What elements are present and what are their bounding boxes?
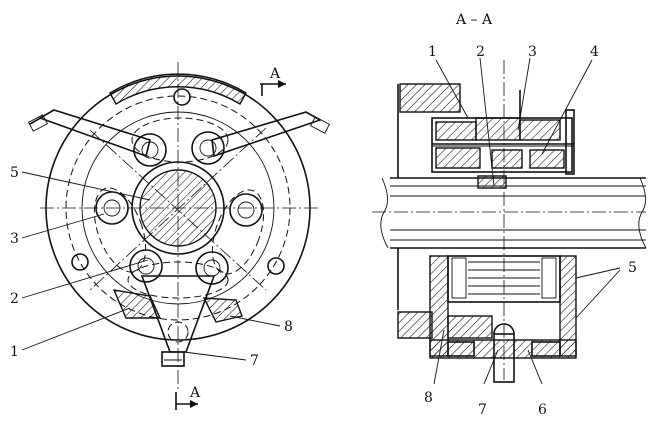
label-8-left: 8 (284, 319, 293, 335)
top-rim-section (109, 73, 247, 105)
levers (27, 109, 331, 367)
flange-bolt-hole-right (267, 257, 285, 275)
label-3-left: 3 (10, 231, 19, 247)
label-3-right: 3 (528, 44, 537, 60)
lower-bearing-lines (451, 257, 557, 299)
label-4-right: 4 (590, 44, 599, 60)
base-plate (429, 339, 577, 359)
section-mark-top: A (269, 66, 281, 82)
label-5-right: 5 (628, 260, 637, 276)
top-left-block (399, 83, 461, 113)
section-mark-bottom: A (189, 385, 201, 401)
label-7-right: 7 (478, 402, 487, 418)
label-5-left: 5 (10, 165, 19, 181)
label-6-right: 6 (538, 402, 547, 418)
label-2-right: 2 (476, 44, 485, 60)
label-1-right: 1 (428, 44, 437, 60)
label-7-left: 7 (250, 353, 259, 369)
bottom-hatch-left (112, 289, 162, 319)
label-2-left: 2 (10, 291, 19, 307)
flange-bolt-hole-left (71, 253, 89, 271)
top-bolt-hole (173, 88, 191, 106)
section-title: A – A (455, 12, 493, 28)
section-view: A – A (372, 12, 647, 418)
front-view: A A 5 3 2 1 8 7 (10, 62, 331, 410)
bottom-hatch-right (202, 297, 243, 323)
pin (493, 333, 515, 383)
label-1-left: 1 (10, 344, 19, 360)
lower-left-hatch (397, 311, 433, 339)
label-8-right: 8 (424, 390, 433, 406)
